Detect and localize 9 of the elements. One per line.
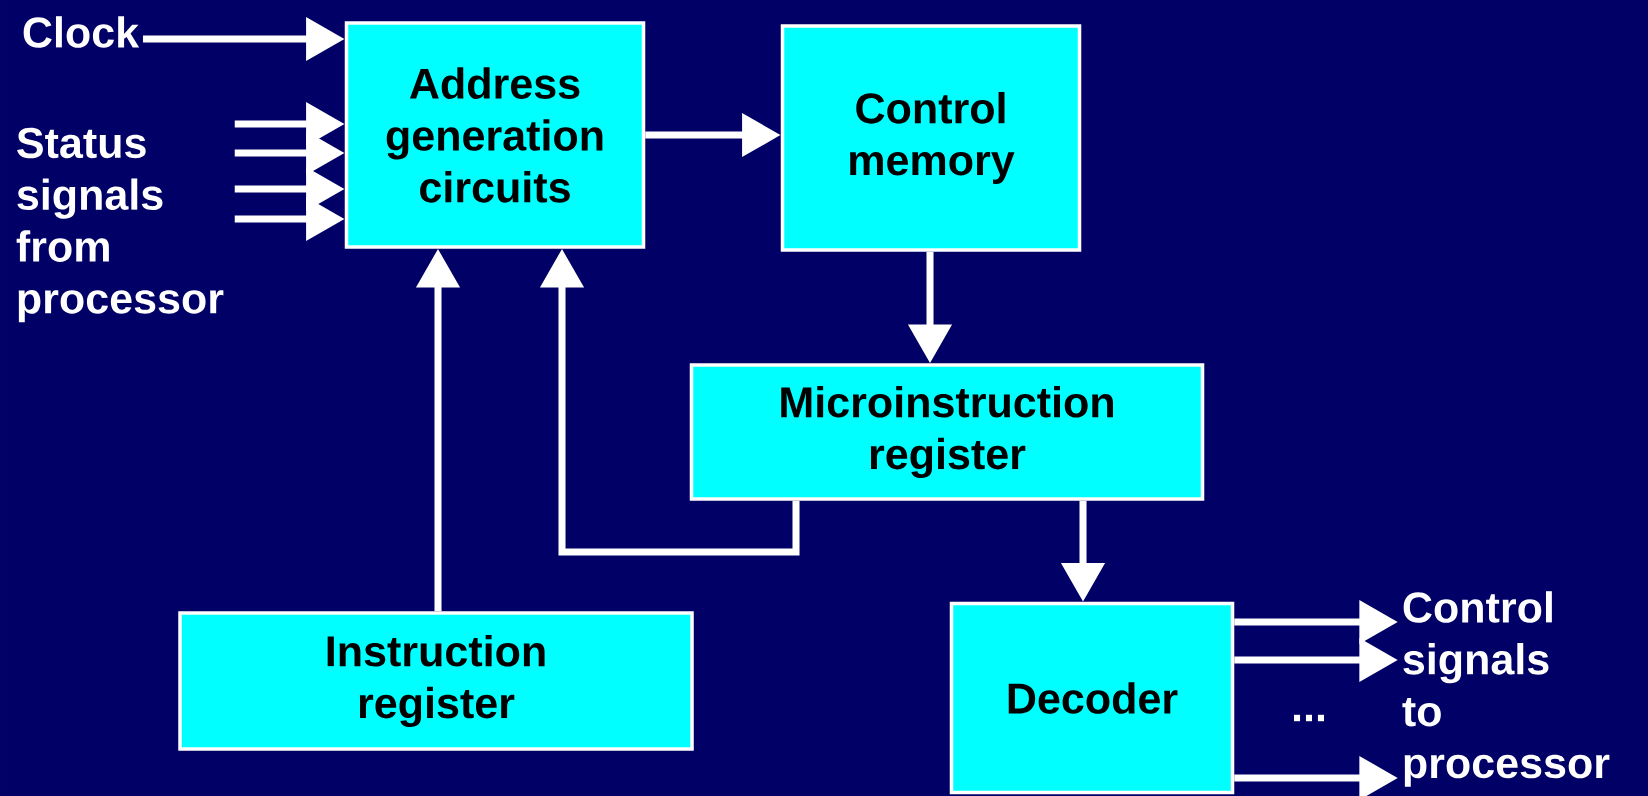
process-box: Decoder (949, 601, 1235, 795)
signal-label: Control signals to processor (1402, 591, 1610, 787)
process-box: Address generation circuits (344, 21, 646, 249)
ellipsis: ... (1294, 714, 1324, 722)
process-box: Control memory (780, 24, 1082, 252)
process-box: Microinstruction register (689, 363, 1205, 501)
process-box: Instruction register (178, 611, 694, 751)
signal-label: Status signals from processor (16, 127, 224, 323)
signal-label: Clock (23, 16, 140, 48)
